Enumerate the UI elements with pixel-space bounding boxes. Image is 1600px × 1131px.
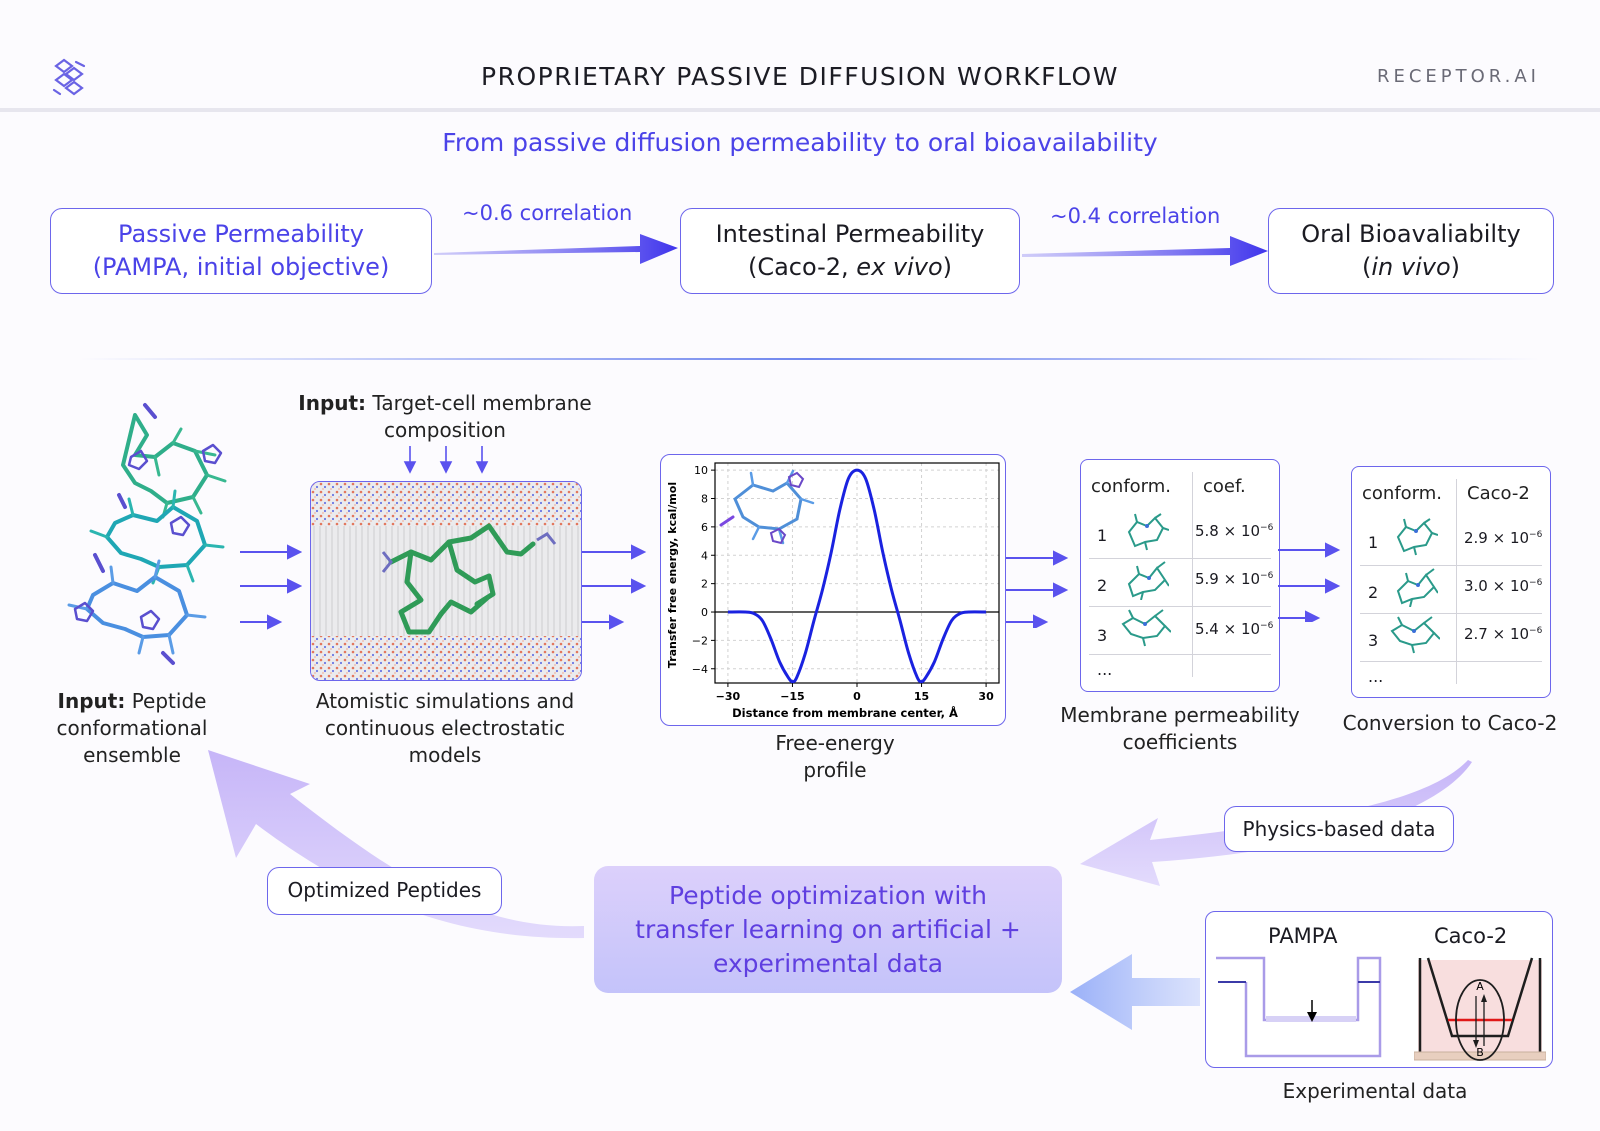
free-energy-chart-panel: 10 8 6 4 2 0 −2 −4 −30 −15 0 15 30 Distance from me… (660, 454, 1006, 726)
stage-intestinal-line1: Intestinal Permeability (715, 220, 985, 248)
membrane-input-arrows (403, 446, 489, 474)
caption-caco2-conversion: Conversion to Caco-2 (1342, 711, 1558, 735)
y-tick-label: 10 (694, 464, 708, 477)
x-tick-label: −15 (780, 690, 805, 703)
conformer-structure-icon (1127, 561, 1169, 600)
y-tick-label: 8 (701, 492, 708, 505)
stage-intestinal-line2: (Caco-2, ex vivo) (747, 253, 953, 281)
flow-arrows-4 (1278, 542, 1341, 622)
correlation-label-2: ~0.4 correlation (1050, 204, 1221, 228)
pampa-assay-diagram (1216, 956, 1382, 1058)
membrane-simulation-panel (310, 481, 582, 681)
x-tick-label: −30 (716, 690, 741, 703)
table-row-divider (1360, 613, 1542, 614)
correlation-label-1: ~0.6 correlation (462, 201, 633, 225)
y-tick-label: 4 (701, 549, 708, 562)
x-tick-label: 0 (853, 690, 861, 703)
x-tick-label: 15 (914, 690, 929, 703)
table-more: ... (1097, 660, 1113, 679)
stage-passive-line1: Passive Permeability (118, 220, 364, 248)
header-divider (0, 108, 1600, 112)
stage-oral-line2: (in vivo) (1361, 253, 1460, 281)
stage-intestinal-permeability: Intestinal Permeability (Caco-2, ex vivo… (680, 208, 1020, 294)
flow-arrows-1 (240, 544, 302, 630)
experimental-data-panel: PAMPA Caco-2 (1205, 911, 1553, 1068)
y-tick-label: 2 (701, 578, 708, 591)
chart-inset-peptide (719, 469, 815, 545)
arrow-intestinal-to-oral (1022, 236, 1268, 266)
y-tick-label: 6 (701, 521, 708, 534)
arrow-passive-to-intestinal (434, 234, 678, 264)
stage-passive-permeability: Passive Permeability (PAMPA, initial obj… (50, 208, 432, 294)
caption-simulation: Atomistic simulations and continuous ele… (315, 689, 575, 767)
caption-peptide-ensemble: Input: Peptide conformational ensemble (56, 689, 208, 767)
page-title: PROPRIETARY PASSIVE DIFFUSION WORKFLOW (481, 62, 1119, 91)
conformer-structure-icon (1390, 616, 1440, 654)
table-header-coef: coef. (1203, 476, 1246, 497)
pampa-label: PAMPA (1268, 924, 1338, 948)
well-label-b: B (1476, 1046, 1484, 1059)
brand-name: RECEPTOR.AI (1376, 66, 1540, 87)
table-header-conform: conform. (1091, 476, 1172, 497)
subtitle: From passive diffusion permeability to o… (442, 128, 1158, 157)
table-row-divider (1360, 661, 1542, 662)
arrow-experimental-to-optimization (1070, 954, 1200, 1030)
table-header-conform: conform. (1362, 483, 1443, 504)
stage-passive-line2: (PAMPA, initial objective) (92, 253, 390, 281)
caco2-conversion-table: conform. Caco-2 1 2.9 × 10−6 2 3.0 × 10−… (1351, 466, 1551, 698)
label-physics-based-data: Physics-based data (1224, 806, 1454, 852)
label-optimized-peptides: Optimized Peptides (267, 867, 502, 915)
table-row-divider (1089, 654, 1271, 655)
caption-free-energy: Free-energy profile (775, 731, 895, 782)
y-tick-label: −2 (692, 634, 708, 647)
caco2-assay-diagram: A B (1414, 957, 1546, 1061)
table-column-divider (1456, 479, 1457, 684)
arrow-physics-to-optimization (1080, 760, 1472, 886)
table-row-divider (1089, 558, 1271, 559)
free-energy-chart: 10 8 6 4 2 0 −2 −4 −30 −15 0 15 30 Distance from me… (666, 462, 1000, 720)
chart-y-axis-label: Transfer free energy, kcal/mol (666, 482, 679, 668)
x-tick-label: 30 (978, 690, 994, 703)
conformer-structure-icon (1121, 609, 1171, 647)
table-more: ... (1368, 667, 1384, 686)
caption-experimental-data: Experimental data (1282, 1079, 1468, 1103)
conformer-structure-icon (1396, 518, 1438, 556)
peptide-optimization-box: Peptide optimization with transfer learn… (594, 866, 1062, 993)
stage-oral-line1: Oral Bioavaliabilty (1301, 220, 1521, 248)
permeability-coefficient-table: conform. coef. 1 5.8 × 10−6 2 5.9 × 10−6… (1080, 459, 1280, 692)
peptide-ensemble-illustration (67, 403, 227, 665)
table-header-caco2: Caco-2 (1467, 483, 1530, 504)
table-column-divider (1192, 472, 1193, 677)
membrane-simulation-image (311, 482, 581, 680)
section-divider (80, 358, 1540, 360)
flow-arrows-2 (582, 544, 647, 630)
free-energy-curve (727, 468, 987, 684)
conformer-structure-icon (1396, 568, 1438, 607)
chart-x-axis-label: Distance from membrane center, Å (732, 705, 958, 720)
stage-oral-bioavailability: Oral Bioavaliabilty (in vivo) (1268, 208, 1554, 294)
chart-gridlines (715, 463, 999, 683)
y-tick-label: −4 (692, 663, 708, 676)
y-tick-label: 0 (701, 606, 708, 619)
flow-arrows-3 (1006, 550, 1069, 628)
table-row-divider (1089, 606, 1271, 607)
caption-membrane-input: Input: Target-cell membrane composition (298, 391, 592, 442)
conformer-structure-icon (1127, 513, 1169, 551)
caco2-label: Caco-2 (1434, 924, 1508, 948)
receptor-ai-logo-icon (52, 58, 86, 96)
well-label-a: A (1476, 980, 1484, 993)
table-row-divider (1360, 565, 1542, 566)
caption-permeability-coefficients: Membrane permeability coefficients (1060, 703, 1300, 754)
